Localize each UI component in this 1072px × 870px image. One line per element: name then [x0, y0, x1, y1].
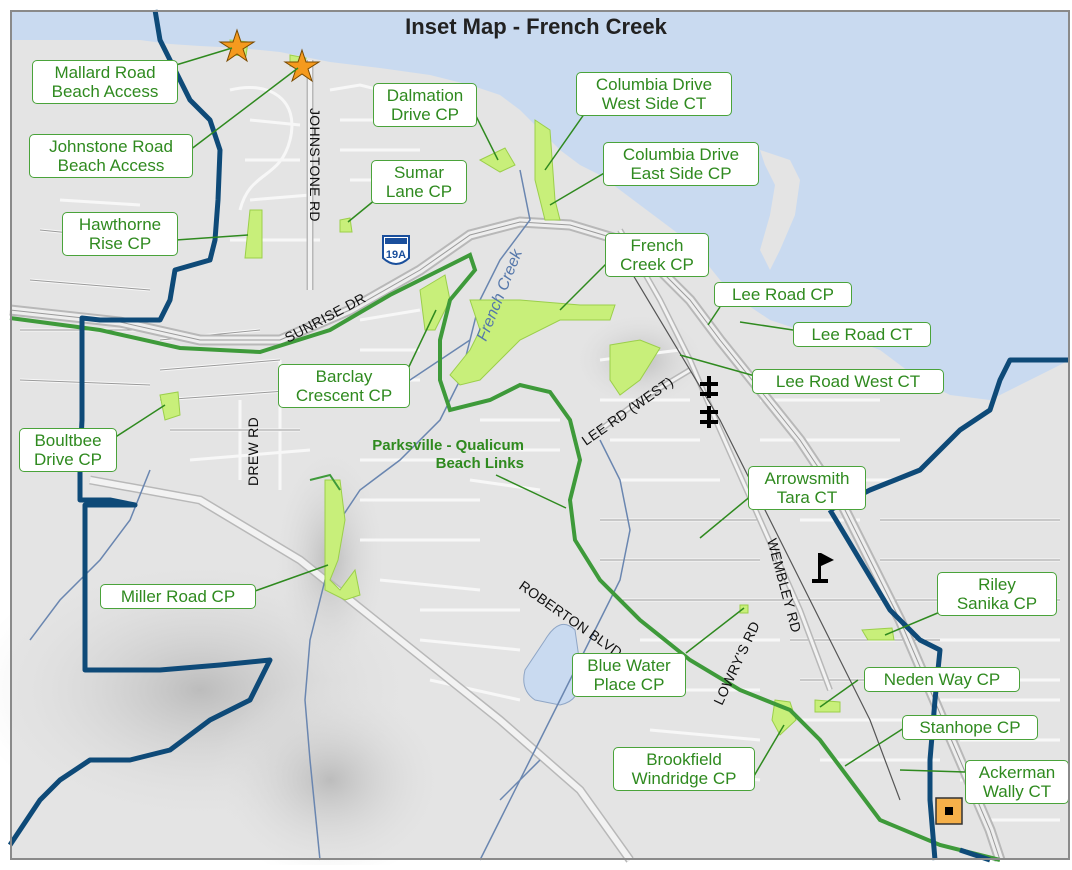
- label-line: East Side CP: [630, 164, 732, 183]
- label-line: Barclay: [315, 367, 373, 386]
- label-line: Columbia Drive: [622, 145, 740, 164]
- label-line: Beach Access: [51, 82, 159, 101]
- terrain-shading: [210, 680, 450, 870]
- label-line: Creek CP: [620, 255, 694, 274]
- church-icon: [700, 376, 718, 428]
- label-dalmation-drive-cp[interactable]: Dalmation Drive CP: [373, 83, 477, 127]
- label-mallard-road-beach-access[interactable]: Mallard Road Beach Access: [32, 60, 178, 104]
- label-line: Sumar: [393, 163, 445, 182]
- label-line: Drive CP: [33, 450, 102, 469]
- label-line: Rise CP: [88, 234, 152, 253]
- label-line: Columbia Drive: [595, 75, 713, 94]
- label-line: Crescent CP: [295, 386, 393, 405]
- label-line: Lee Road CT: [811, 325, 913, 344]
- label-line: Blue Water: [587, 656, 671, 675]
- boundary-lines: [7, 9, 1070, 863]
- creek-lines: [29, 169, 631, 861]
- label-line: Hawthorne: [78, 215, 162, 234]
- label-line: Parksville - Qualicum: [372, 437, 524, 454]
- square-marker-icon[interactable]: [935, 797, 963, 825]
- label-line: Miller Road CP: [120, 587, 236, 606]
- label-line: Lee Road West CT: [775, 372, 921, 391]
- label-lee-road-west-ct[interactable]: Lee Road West CT: [752, 369, 944, 394]
- label-line: Brookfield: [646, 750, 722, 769]
- label-line: Lane CP: [385, 182, 453, 201]
- label-french-creek-cp[interactable]: French Creek CP: [605, 233, 709, 277]
- label-line: Mallard Road: [54, 63, 156, 82]
- label-line: West Side CT: [601, 94, 707, 113]
- label-line: Beach Links: [435, 455, 524, 472]
- label-columbia-drive-east-side-cp[interactable]: Columbia Drive East Side CP: [603, 142, 759, 186]
- trail-label-parksville-qualicum-beach-links: Parksville - Qualicum Beach Links: [304, 437, 524, 473]
- road-label-drew: DREW RD: [245, 417, 261, 486]
- label-line: Lee Road CP: [731, 285, 835, 304]
- label-lee-road-cp[interactable]: Lee Road CP: [714, 282, 852, 307]
- label-line: Arrowsmith: [764, 469, 850, 488]
- label-neden-way-cp[interactable]: Neden Way CP: [864, 667, 1020, 692]
- spit-land: [760, 150, 800, 270]
- label-brookfield-windridge-cp[interactable]: Brookfield Windridge CP: [613, 747, 755, 791]
- label-boultbee-drive-cp[interactable]: Boultbee Drive CP: [19, 428, 117, 472]
- beach-access-star-icon[interactable]: [218, 28, 256, 63]
- leader-lines: [113, 47, 966, 777]
- label-miller-road-cp[interactable]: Miller Road CP: [100, 584, 256, 609]
- label-line: Dalmation: [386, 86, 464, 105]
- label-line: Neden Way CP: [883, 670, 1001, 689]
- label-line: Boultbee: [34, 431, 102, 450]
- label-barclay-crescent-cp[interactable]: Barclay Crescent CP: [278, 364, 410, 408]
- map-title: Inset Map - French Creek: [405, 14, 667, 39]
- road-label-johnstone: JOHNSTONE RD: [307, 108, 323, 222]
- label-line: Ackerman: [978, 763, 1056, 782]
- trail-route: [9, 252, 1001, 862]
- golf-flag-icon: [812, 553, 834, 583]
- svg-text:19A: 19A: [386, 249, 406, 261]
- label-hawthorne-rise-cp[interactable]: Hawthorne Rise CP: [62, 212, 178, 256]
- label-stanhope-cp[interactable]: Stanhope CP: [902, 715, 1038, 740]
- label-line: Wally CT: [982, 782, 1052, 801]
- label-line: Sanika CP: [956, 594, 1038, 613]
- label-blue-water-place-cp[interactable]: Blue Water Place CP: [572, 653, 686, 697]
- label-line: French: [630, 236, 684, 255]
- label-line: Johnstone Road: [49, 137, 173, 156]
- label-lee-road-ct[interactable]: Lee Road CT: [793, 322, 931, 347]
- label-columbia-drive-west-side-ct[interactable]: Columbia Drive West Side CT: [576, 72, 732, 116]
- beach-access-star-icon[interactable]: [283, 48, 321, 83]
- arterial-roads: [9, 60, 1006, 863]
- label-line: Place CP: [593, 675, 665, 694]
- label-ackerman-wally-ct[interactable]: Ackerman Wally CT: [965, 760, 1069, 804]
- label-line: Riley: [978, 575, 1016, 594]
- label-line: Beach Access: [57, 156, 165, 175]
- label-arrowsmith-tara-ct[interactable]: Arrowsmith Tara CT: [748, 466, 866, 510]
- label-riley-sanika-cp[interactable]: Riley Sanika CP: [937, 572, 1057, 616]
- label-line: Stanhope CP: [919, 718, 1021, 737]
- label-line: Tara CT: [776, 488, 838, 507]
- label-line: Drive CP: [390, 105, 459, 124]
- label-johnstone-road-beach-access[interactable]: Johnstone Road Beach Access: [29, 134, 193, 178]
- trail-connector: [309, 473, 341, 491]
- label-line: Windridge CP: [631, 769, 737, 788]
- highway-shield-icon: 19A: [382, 235, 410, 265]
- label-sumar-lane-cp[interactable]: Sumar Lane CP: [371, 160, 467, 204]
